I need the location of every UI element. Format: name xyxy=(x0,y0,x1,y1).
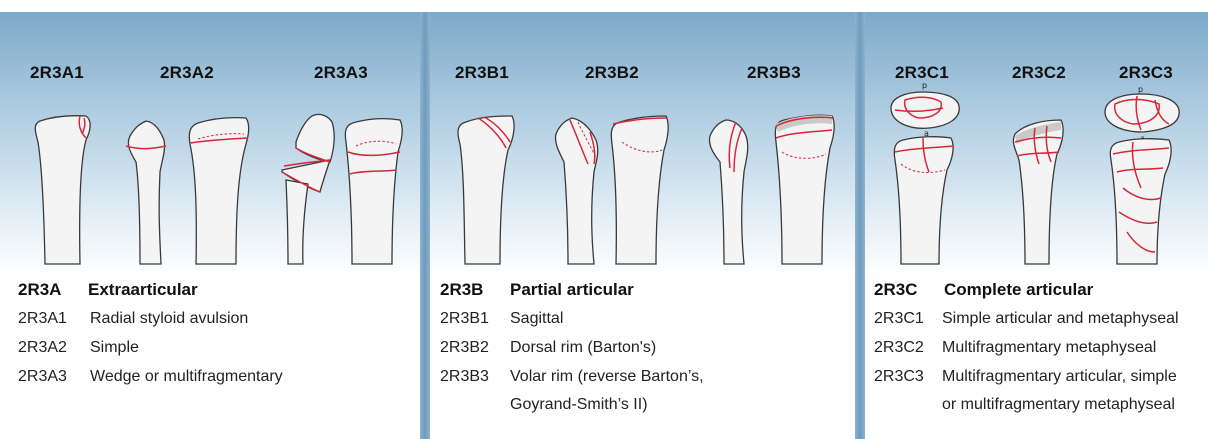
bone-illustration-a3-ap xyxy=(345,119,402,264)
group-code: 2R3B xyxy=(440,280,510,300)
group-title: Partial articular xyxy=(510,280,634,299)
bone-illustration-b3-ap xyxy=(775,115,834,264)
bone-illustration-a2-ap xyxy=(189,118,248,264)
group-c-illustrations: p a p a xyxy=(865,12,1208,272)
group-code: 2R3A xyxy=(18,280,88,300)
view-label-p: p xyxy=(1138,85,1143,94)
bone-illustration-c2 xyxy=(1013,120,1063,264)
group-b-panel: 2R3B1 2R3B2 2R3B3 xyxy=(430,12,855,439)
group-c-panel: 2R3C1 2R3C2 2R3C3 p a p xyxy=(865,12,1208,439)
bone-illustration-c1: p a xyxy=(891,81,959,264)
subtype-desc: Wedge or multifragmentary xyxy=(90,368,283,385)
group-a-panel: 2R3A1 2R3A2 2R3A3 xyxy=(0,12,420,439)
subtype-code: 2R3A1 xyxy=(18,310,90,328)
subtype-desc: Simple xyxy=(90,339,139,356)
group-title: Complete articular xyxy=(944,280,1093,299)
subtype-code: 2R3C3 xyxy=(874,368,942,386)
subtype-code: 2R3A3 xyxy=(18,368,90,386)
group-code: 2R3C xyxy=(874,280,944,300)
subtype-desc: Volar rim (reverse Barton’s, xyxy=(510,368,704,385)
subtype-desc: Sagittal xyxy=(510,310,563,327)
bone-illustration-b2-lateral xyxy=(555,118,597,264)
subtype-code: 2R3B2 xyxy=(440,339,510,357)
subtype-desc: Dorsal rim (Barton's) xyxy=(510,339,656,356)
bone-illustration-b2-ap xyxy=(611,116,668,264)
subtype-code: 2R3C2 xyxy=(874,339,942,357)
subtype-code: 2R3B3 xyxy=(440,368,510,386)
subtype-desc: Multifragmentary articular, simple xyxy=(942,368,1177,385)
group-b-illustrations xyxy=(430,12,855,272)
panel-divider xyxy=(420,12,430,439)
subtype-code: 2R3A2 xyxy=(18,339,90,357)
bone-illustration-c3: p a xyxy=(1105,85,1179,264)
bone-illustration-a2-lateral xyxy=(126,121,166,264)
subtype-code: 2R3B1 xyxy=(440,310,510,328)
subtype-code: 2R3C1 xyxy=(874,310,942,328)
subtype-desc: or multifragmentary metaphyseal xyxy=(942,396,1175,413)
subtype-desc: Multifragmentary metaphyseal xyxy=(942,339,1156,356)
panel-divider xyxy=(855,12,865,439)
bone-illustration-b1 xyxy=(458,116,514,264)
subtype-desc: Simple articular and metaphyseal xyxy=(942,310,1179,327)
bone-illustration-b3-lateral xyxy=(709,120,747,264)
subtype-desc: Radial styloid avulsion xyxy=(90,310,248,327)
view-label-p: p xyxy=(922,81,927,90)
bone-illustration-a3-lateral xyxy=(282,114,334,264)
group-a-illustrations xyxy=(0,12,420,272)
group-title: Extraarticular xyxy=(88,280,198,299)
subtype-desc: Goyrand-Smith’s II) xyxy=(510,396,648,413)
bone-illustration-a1 xyxy=(35,116,90,264)
